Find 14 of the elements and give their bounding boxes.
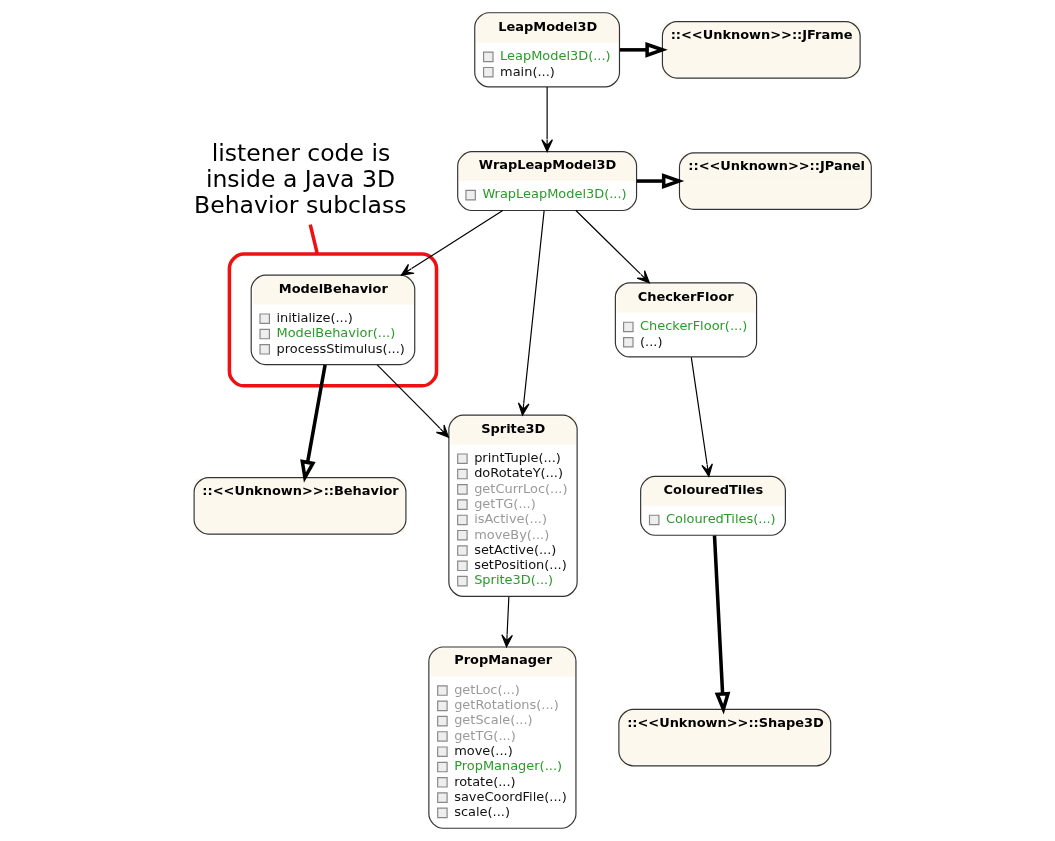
arrow bbox=[400, 209, 503, 276]
cluster bbox=[227, 252, 438, 388]
arrow bbox=[540, 86, 553, 153]
node-text: listener code is inside a Java 3D Behavior subclass bbox=[193, 139, 406, 219]
arrow bbox=[376, 364, 449, 438]
arrow bbox=[636, 173, 684, 189]
connector bbox=[308, 224, 319, 255]
arrow bbox=[690, 356, 713, 477]
arrow bbox=[619, 42, 668, 58]
arrow bbox=[574, 209, 650, 284]
arrow bbox=[712, 535, 730, 715]
arrow bbox=[500, 596, 513, 648]
arrow bbox=[299, 364, 327, 483]
arrow bbox=[517, 210, 545, 416]
